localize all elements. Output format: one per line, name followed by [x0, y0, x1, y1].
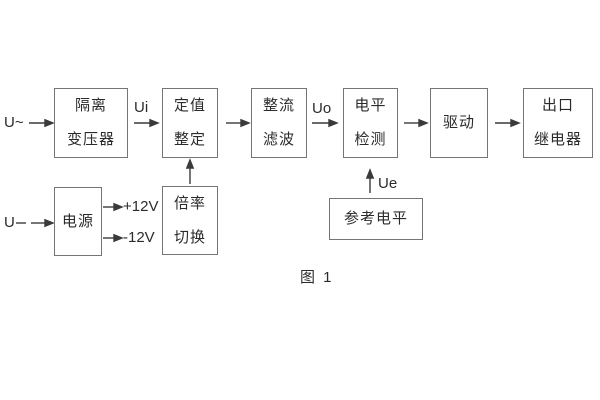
block-label: 切换	[173, 228, 206, 246]
arrow-minus12v-icon	[103, 233, 124, 243]
block-label: 继电器	[533, 131, 582, 148]
label-plus-12v: +12V	[123, 198, 159, 215]
block-label: 出口	[541, 97, 574, 114]
block-rectifier-filter: 整流 滤波	[251, 88, 307, 158]
block-power-supply: 电源	[54, 187, 102, 256]
block-label: 隔离	[74, 97, 107, 114]
arrow-uo-icon	[312, 118, 339, 128]
block-label: 变压器	[66, 131, 115, 148]
arrow-plus12v-icon	[103, 202, 124, 212]
block-label: 滤波	[262, 131, 295, 148]
block-driver: 驱动	[430, 88, 488, 158]
block-label: 电平	[354, 97, 387, 114]
block-output-relay: 出口 继电器	[523, 88, 593, 158]
block-label: 定值	[173, 97, 206, 114]
label-minus-12v: -12V	[123, 229, 155, 246]
arrow-setting-to-rectifier-icon	[226, 118, 251, 128]
block-label: 电源	[61, 212, 94, 230]
block-isolation-transformer: 隔离 变压器	[54, 88, 128, 158]
block-label: 驱动	[442, 114, 475, 131]
label-uo: Uo	[312, 100, 332, 117]
arrow-level-to-driver-icon	[404, 118, 429, 128]
arrow-ui-icon	[134, 118, 160, 128]
arrow-ue-icon	[365, 168, 375, 193]
label-ue: Ue	[378, 175, 398, 192]
block-label: 整流	[262, 97, 295, 114]
label-ui: Ui	[134, 99, 149, 116]
arrow-ac-input-icon	[29, 118, 55, 128]
block-reference-level: 参考电平	[329, 198, 423, 240]
label-ac-input: U~	[4, 114, 24, 131]
block-label: 整定	[173, 131, 206, 148]
block-setting-adjust: 定值 整定	[162, 88, 218, 158]
block-label: 检测	[354, 131, 387, 148]
block-label: 参考电平	[343, 210, 408, 227]
block-level-detect: 电平 检测	[343, 88, 398, 158]
arrow-ratio-to-setting-icon	[185, 158, 195, 184]
label-dc-input: U	[4, 214, 15, 231]
block-label: 倍率	[173, 194, 206, 212]
arrow-driver-to-relay-icon	[495, 118, 521, 128]
block-ratio-switch: 倍率 切换	[162, 186, 218, 255]
arrow-dc-input-icon	[16, 218, 55, 228]
figure-caption: 图 1	[300, 269, 334, 286]
